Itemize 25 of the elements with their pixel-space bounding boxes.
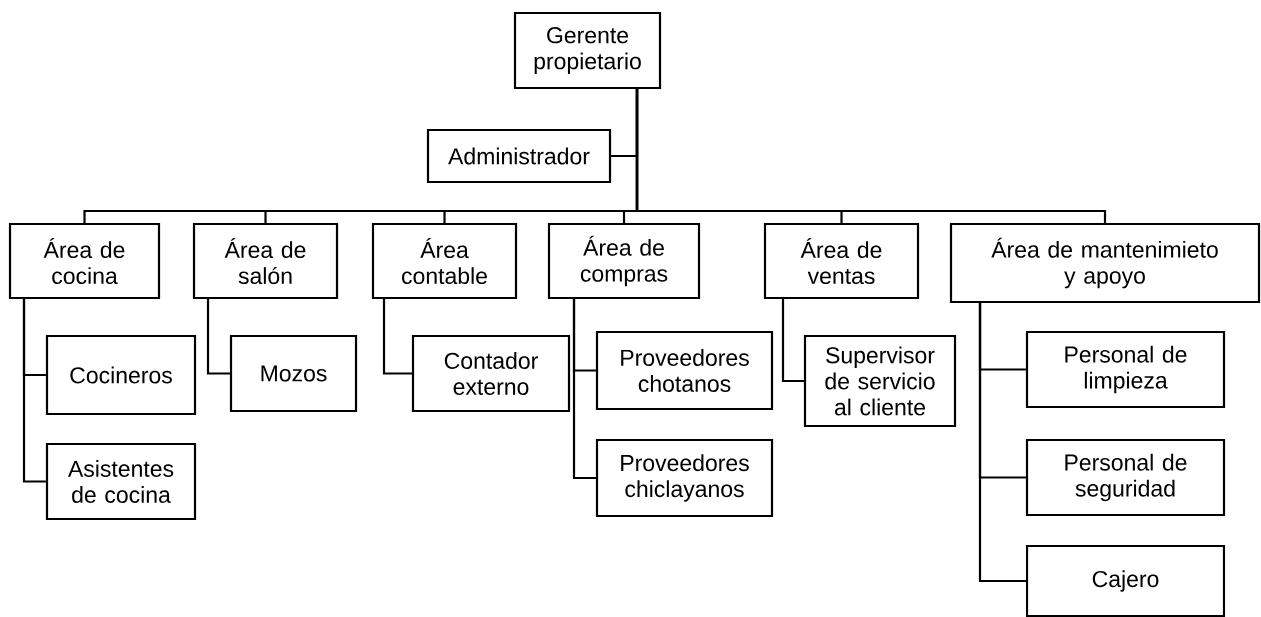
org-box: Gerente propietario — [513, 11, 662, 90]
connector-line — [382, 299, 412, 375]
org-box: Administrador — [426, 128, 612, 184]
org-box: Área contable — [371, 222, 518, 300]
org-box: Área de ventas — [763, 222, 920, 300]
org-box: Área de compras — [547, 222, 701, 300]
org-box: Asistentes de cocina — [45, 442, 197, 521]
org-box: Mozos — [229, 334, 358, 413]
org-box: Personal de limpieza — [1025, 330, 1226, 409]
org-box: Área de salón — [192, 222, 339, 300]
connector-line — [572, 299, 596, 480]
org-box: Proveedores chotanos — [595, 330, 774, 411]
connector-line — [635, 89, 1107, 223]
org-box: Área de mantenimieto y apoyo — [949, 222, 1261, 304]
connector-line — [978, 303, 1026, 583]
connector-line — [22, 299, 46, 483]
connector-line — [781, 299, 804, 383]
org-box: Proveedores chiclayanos — [595, 438, 774, 518]
org-box: Supervisor de servicio al cliente — [803, 334, 957, 428]
org-box: Cocineros — [45, 334, 197, 416]
org-box: Contador externo — [411, 334, 571, 413]
org-box: Área de cocina — [8, 222, 161, 300]
org-box: Personal de seguridad — [1025, 438, 1226, 517]
connector-line — [206, 299, 230, 375]
org-box: Cajero — [1025, 544, 1226, 617]
